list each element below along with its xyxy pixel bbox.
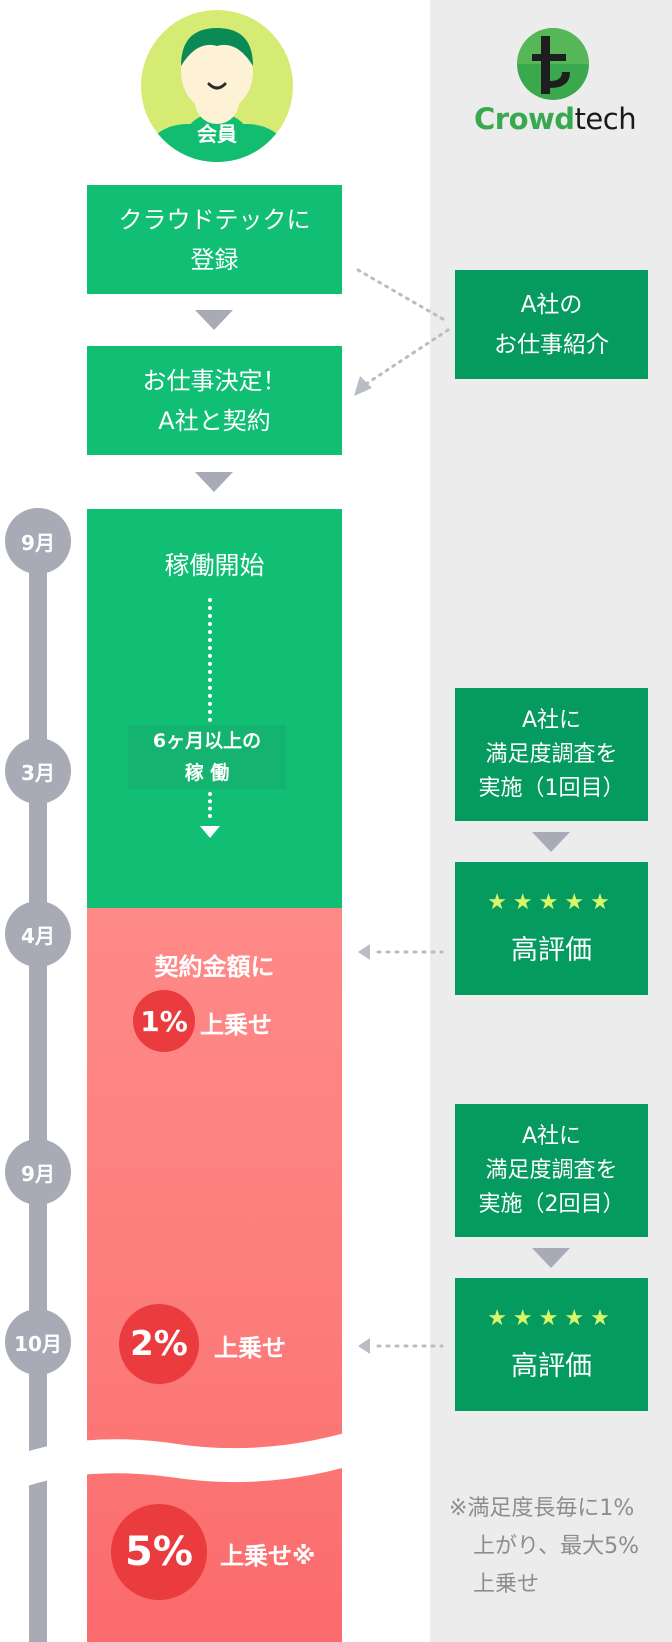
timeline-month-2: 3月 (5, 738, 71, 804)
bonus-rate-2: 2% (119, 1304, 199, 1384)
bonus-rate-1: 1% (133, 990, 195, 1052)
register-line-2: 登録 (190, 245, 239, 274)
register-line-1: クラウドテックに (118, 205, 311, 234)
member-label: 会員 (197, 122, 237, 146)
decision-step: お仕事決定！ A社と契約 (87, 346, 342, 455)
intro-line-1: A社の (520, 291, 583, 318)
rating-1: ★★★★★ 高評価 (455, 862, 648, 995)
note-line-1: ※満足度長毎に1% (449, 1496, 635, 1521)
contract-amount-label: 契約金額に (154, 953, 275, 981)
work-dotted-line-1 (208, 598, 212, 722)
timeline-month-4: 9月 (5, 1139, 71, 1205)
survey-2-line-1: A社に (521, 1123, 582, 1149)
wave-break (5, 1425, 379, 1486)
work-arrow (200, 826, 220, 838)
rating-2-label: 高評価 (511, 1350, 592, 1382)
bonus-up-2: 上乗せ (214, 1334, 286, 1362)
crowdtech-logo-icon (517, 28, 589, 100)
survey-1-line-1: A社に (521, 707, 582, 733)
timeline-month-1: 9月 (5, 508, 71, 574)
timeline-month-5: 10月 (5, 1309, 71, 1375)
duration-line-1: 6ヶ月以上の (152, 730, 262, 752)
arrow-down-2 (195, 472, 233, 492)
register-step: クラウドテックに 登録 (87, 185, 342, 294)
decision-line-2: A社と契約 (158, 406, 271, 435)
work-period (87, 509, 342, 909)
member-avatar: 会員 (137, 6, 297, 166)
arrow-down-3 (532, 832, 570, 852)
bonus-up-1: 上乗せ (200, 1011, 272, 1039)
work-dotted-line-2 (208, 792, 212, 818)
person-icon (141, 10, 293, 162)
note-line-2: 上がり、最大5% (473, 1534, 640, 1559)
crowdtech-wordmark: Crowdtech (474, 102, 637, 136)
survey-1: A社に 満足度調査を 実施（1回目） (455, 688, 648, 821)
rating-2-connector (358, 1338, 444, 1354)
rating-1-connector (358, 944, 444, 960)
rating-1-stars-icon: ★★★★★ (487, 889, 616, 915)
wordmark-crowd: Crowd (474, 102, 575, 136)
bonus-note: ※満足度長毎に1% 上がり、最大5% 上乗せ (449, 1490, 669, 1604)
crowdtech-logo: Crowdtech (470, 26, 640, 136)
rating-2-stars-icon: ★★★★★ (487, 1305, 616, 1331)
arrow-down-4 (532, 1248, 570, 1268)
work-start-label: 稼働開始 (164, 551, 265, 580)
duration-label: 6ヶ月以上の 稼 働 (128, 725, 286, 789)
rating-1-label: 高評価 (511, 934, 592, 966)
wordmark-tech: tech (574, 102, 637, 136)
rating-2: ★★★★★ 高評価 (455, 1278, 648, 1411)
survey-1-line-3: 実施（1回目） (478, 775, 625, 801)
intro-line-2: お仕事紹介 (494, 331, 609, 358)
timeline-month-3: 4月 (5, 901, 71, 967)
survey-1-line-2: 満足度調査を (485, 741, 618, 767)
survey-2-line-3: 実施（2回目） (478, 1191, 625, 1217)
company-intro: A社の お仕事紹介 (455, 270, 648, 379)
duration-line-2: 稼 働 (184, 762, 230, 784)
decision-line-1: お仕事決定！ (142, 366, 287, 395)
survey-2-line-2: 満足度調査を (485, 1157, 618, 1183)
bonus-rate-5: 5% (111, 1504, 207, 1600)
arrow-down-1 (195, 310, 233, 330)
intro-connector (354, 268, 450, 396)
note-line-3: 上乗せ (473, 1572, 540, 1597)
bonus-up-5: 上乗せ※ (220, 1542, 316, 1570)
survey-2: A社に 満足度調査を 実施（2回目） (455, 1104, 648, 1237)
